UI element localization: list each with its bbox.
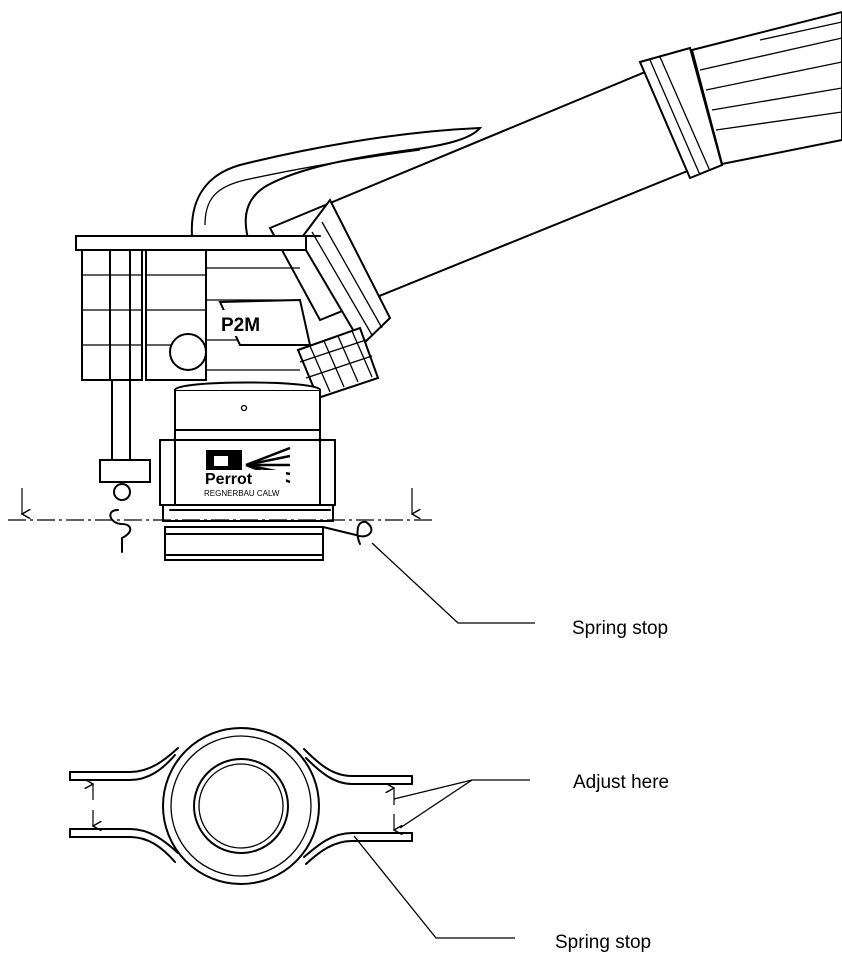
model-label: P2M [221, 315, 260, 336]
brand-logo: Perrot REGNERBAU CALW [204, 446, 291, 498]
spring-stop-side-label: Spring stop [572, 618, 669, 639]
adjust-here-leader [393, 779, 530, 800]
spring-stop-top-view [69, 727, 530, 939]
body-frame [75, 235, 321, 553]
barrel [268, 10, 842, 347]
spring-stop-side-leader [371, 542, 535, 624]
handle [190, 126, 483, 247]
sprinkler-side-view: P2M [8, 10, 842, 624]
spring-stop-top-leader [353, 835, 515, 939]
connector-block [296, 326, 380, 400]
reference-line [8, 488, 432, 521]
brand-name: Perrot [205, 471, 253, 488]
riser-base [162, 504, 373, 561]
brand-subtitle: REGNERBAU CALW [204, 489, 280, 498]
adjust-here-label: Adjust here [573, 772, 670, 793]
model-plate: P2M [218, 310, 264, 336]
spring-stop-top-label: Spring stop [555, 932, 652, 953]
